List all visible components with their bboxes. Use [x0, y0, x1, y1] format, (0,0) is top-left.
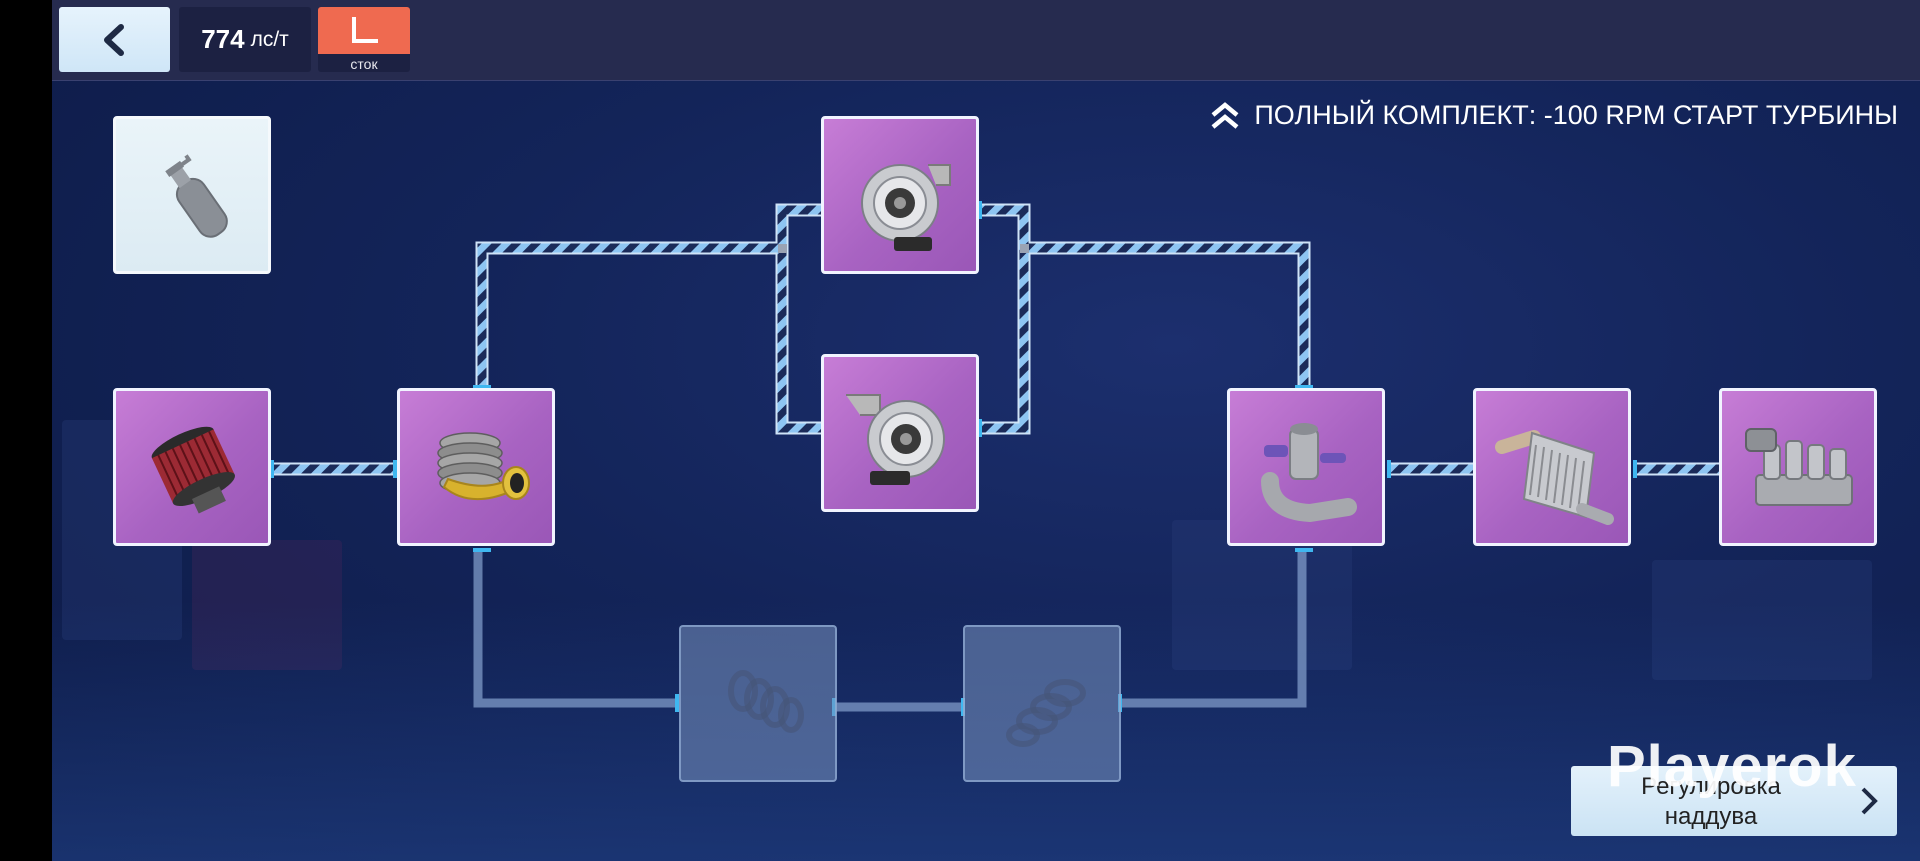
back-button[interactable] — [59, 7, 170, 72]
turbocharger-icon — [861, 164, 951, 251]
full-set-bonus: ПОЛНЫЙ КОМПЛЕКТ: -100 RPM СТАРТ ТУРБИНЫ — [1210, 100, 1898, 131]
pipe-network — [270, 201, 1724, 716]
downpipe-part[interactable] — [1227, 388, 1385, 546]
boost-tuning-button[interactable]: Регулировка наддува — [1571, 766, 1897, 836]
turbocharger-2-part[interactable] — [821, 354, 979, 512]
boost-tuning-label-line2: наддува — [1664, 803, 1758, 830]
locked-supercharger-1-slot[interactable] — [679, 625, 837, 782]
chevron-left-icon — [104, 24, 124, 56]
watermark: Playerok — [1607, 734, 1857, 799]
power-value: 774 — [201, 24, 245, 54]
nitrous-slot[interactable] — [113, 116, 271, 274]
blow-off-valve-icon — [437, 432, 530, 501]
locked-supercharger-2-slot[interactable] — [963, 625, 1121, 782]
game-screen: 774 лс/т сток ПОЛНЫЙ КОМПЛЕКТ: -100 RPM … — [52, 0, 1920, 861]
stock-label: сток — [350, 56, 378, 72]
turbocharger-icon — [846, 394, 945, 485]
intake-manifold-part[interactable] — [1719, 388, 1877, 546]
turbocharger-1-part[interactable] — [821, 116, 979, 274]
class-l-icon — [352, 17, 378, 43]
supercharger-icon — [1006, 679, 1086, 747]
intake-pipe-icon — [1261, 423, 1357, 523]
intercooler-part[interactable] — [1473, 388, 1631, 546]
nitrous-bottle-icon — [165, 154, 228, 238]
full-set-bonus-text: ПОЛНЫЙ КОМПЛЕКТ: -100 RPM СТАРТ ТУРБИНЫ — [1254, 100, 1898, 130]
top-bar: 774 лс/т сток — [52, 0, 1920, 81]
chevron-right-icon — [1861, 787, 1878, 815]
blow-off-valve-part[interactable] — [397, 388, 555, 546]
air-filter-part[interactable] — [113, 388, 271, 546]
supercharger-icon — [728, 670, 804, 733]
double-chevron-up-icon — [1211, 101, 1239, 129]
boost-tuning-label-line1: Регулировка — [1641, 773, 1781, 800]
intake-manifold-icon — [1745, 428, 1853, 506]
power-to-weight-display: 774 лс/т — [179, 7, 311, 72]
intercooler-icon — [1495, 430, 1614, 525]
power-unit: лс/т — [250, 27, 289, 51]
stock-class-badge[interactable]: сток — [318, 7, 410, 72]
air-filter-icon — [151, 426, 235, 514]
